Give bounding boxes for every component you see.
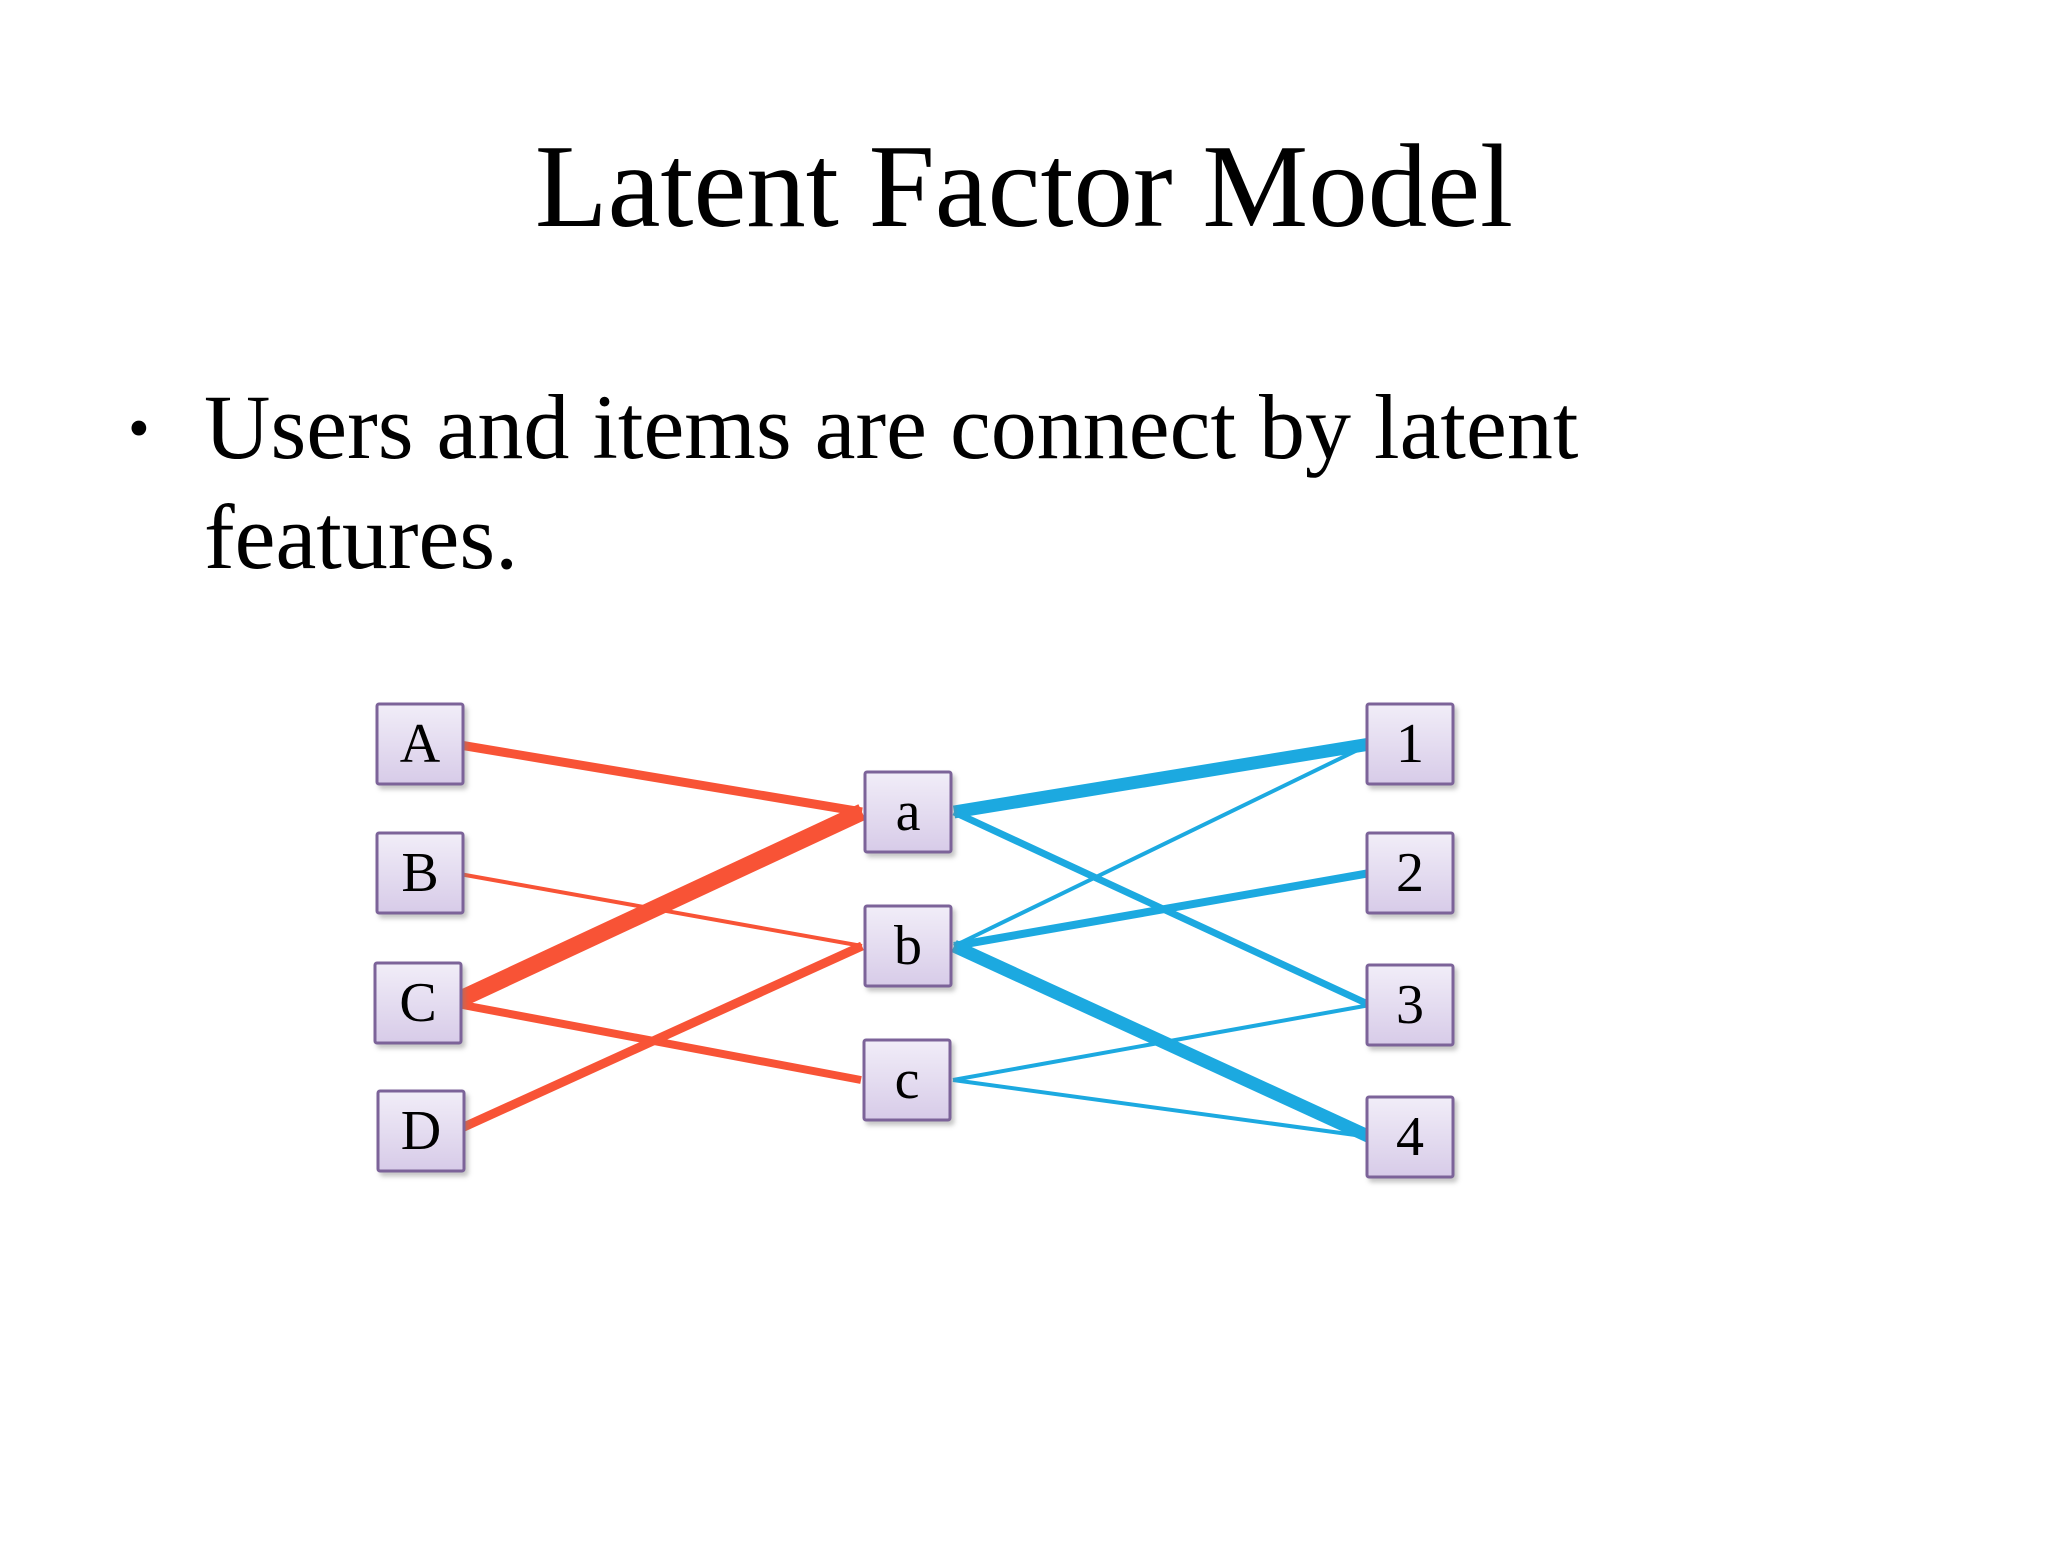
edge-A-a	[453, 739, 863, 817]
undefined-node-label: 1	[1396, 713, 1424, 775]
undefined-node-c: c	[862, 1038, 952, 1122]
undefined-node-label: C	[399, 972, 436, 1034]
undefined-node-1: 1	[1365, 702, 1455, 786]
undefined-node-shape	[863, 770, 953, 854]
undefined-node-shape	[376, 1089, 466, 1173]
edge-b-2	[953, 869, 1371, 950]
undefined-node-a: a	[863, 770, 953, 854]
undefined-node-C: C	[373, 961, 463, 1045]
undefined-node-shape	[1365, 702, 1455, 786]
undefined-node-label: 3	[1396, 974, 1424, 1036]
edge-b-1	[953, 742, 1371, 948]
undefined-node-2: 2	[1365, 831, 1455, 915]
undefined-node-label: D	[401, 1100, 441, 1162]
undefined-node-A: A	[375, 702, 465, 786]
undefined-node-shape	[1365, 831, 1455, 915]
bullet-text: Users and items are connect by latent fe…	[204, 376, 1579, 589]
edge-c-4	[952, 1078, 1371, 1139]
undefined-node-label: 4	[1396, 1106, 1424, 1168]
bullet-marker: •	[128, 395, 150, 463]
undefined-node-label: A	[400, 713, 441, 775]
edge-C-a	[448, 804, 866, 1011]
undefined-node-shape	[373, 961, 463, 1045]
undefined-node-B: B	[375, 831, 465, 915]
edge-c-3	[952, 1003, 1371, 1082]
undefined-node-shape	[1365, 1095, 1455, 1179]
undefined-node-shape	[375, 702, 465, 786]
undefined-node-shape	[375, 831, 465, 915]
edges-layer	[448, 737, 1373, 1143]
undefined-node-4: 4	[1365, 1095, 1455, 1179]
undefined-node-label: a	[896, 781, 921, 843]
nodes-layer: A B C Da b c 1 2 3 4	[373, 702, 1455, 1179]
undefined-node-label: b	[894, 915, 922, 977]
edge-a-1	[952, 737, 1372, 819]
undefined-node-shape	[863, 904, 953, 988]
undefined-node-b: b	[863, 904, 953, 988]
undefined-node-3: 3	[1365, 963, 1455, 1047]
undefined-node-label: c	[895, 1049, 920, 1111]
edge-D-b	[453, 941, 864, 1136]
undefined-node-label: 2	[1396, 842, 1424, 904]
undefined-node-D: D	[376, 1089, 466, 1173]
page-title: Latent Factor Model	[534, 120, 1514, 252]
bullet-list-item: • Users and items are connect by latent …	[128, 372, 1768, 593]
undefined-node-shape	[862, 1038, 952, 1122]
undefined-node-shape	[1365, 963, 1455, 1047]
undefined-node-label: B	[401, 842, 438, 904]
